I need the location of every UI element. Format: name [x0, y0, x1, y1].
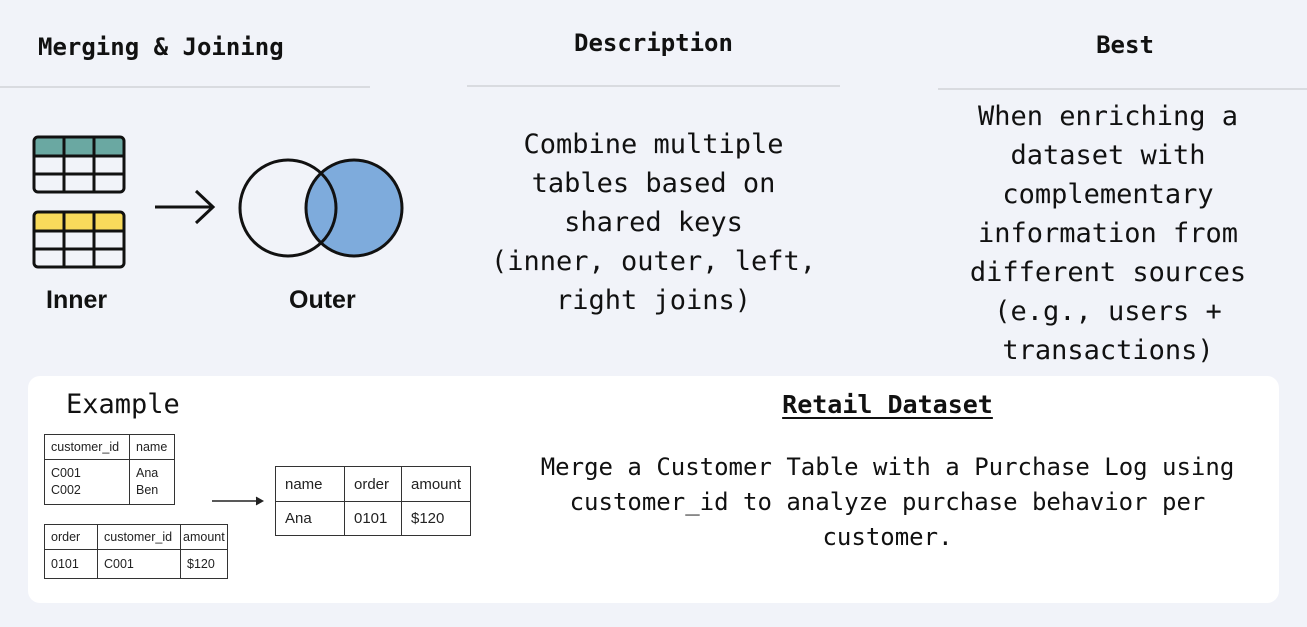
- table-header: customer_id: [97, 524, 181, 550]
- join-illustration: [32, 135, 404, 269]
- arrow-right-icon: [212, 496, 265, 506]
- example-text: Merge a Customer Table with a Purchase L…: [540, 453, 1235, 551]
- label-inner: Inner: [46, 286, 108, 314]
- customer-table: customer_id name C001 C002 Ana Ben: [44, 434, 175, 505]
- header-divider: [467, 85, 840, 87]
- table-cell: C001: [97, 549, 181, 579]
- purchase-table: order customer_id amount 0101 C001 $120: [44, 524, 228, 579]
- table-bottom-icon: [32, 210, 126, 269]
- table-cell: Ana: [275, 501, 345, 536]
- arrow-right-icon: [155, 189, 216, 225]
- table-header: name: [129, 434, 175, 460]
- header-divider: [938, 88, 1307, 90]
- table-top-icon: [32, 135, 126, 194]
- table-header: customer_id: [44, 434, 130, 460]
- table-cell: Ana Ben: [129, 459, 175, 505]
- table-cell: $120: [180, 549, 228, 579]
- example-title: Retail Dataset: [782, 390, 993, 419]
- table-cell: $120: [400, 501, 472, 536]
- table-header: amount: [180, 524, 228, 550]
- table-header: amount: [400, 466, 472, 502]
- table-cell: 0101: [344, 501, 402, 536]
- venn-diagram-icon: [238, 158, 404, 258]
- header-divider: [0, 86, 370, 88]
- table-header: name: [275, 466, 345, 502]
- merged-result-table: name order amount Ana 0101 $120: [275, 466, 472, 536]
- example-card: [28, 376, 1279, 603]
- header-description: Description: [574, 29, 733, 57]
- label-outer: Outer: [289, 286, 356, 314]
- table-header: order: [344, 466, 402, 502]
- table-cell: 0101: [44, 549, 98, 579]
- best-use-text: When enriching a dataset with complement…: [969, 101, 1247, 366]
- table-cell: C001 C002: [44, 459, 130, 505]
- description-text: Combine multiple tables based on shared …: [490, 129, 817, 316]
- header-best: Best: [1096, 31, 1154, 59]
- header-merging-joining: Merging & Joining: [38, 33, 284, 61]
- example-label: Example: [66, 389, 180, 420]
- table-header: order: [44, 524, 98, 550]
